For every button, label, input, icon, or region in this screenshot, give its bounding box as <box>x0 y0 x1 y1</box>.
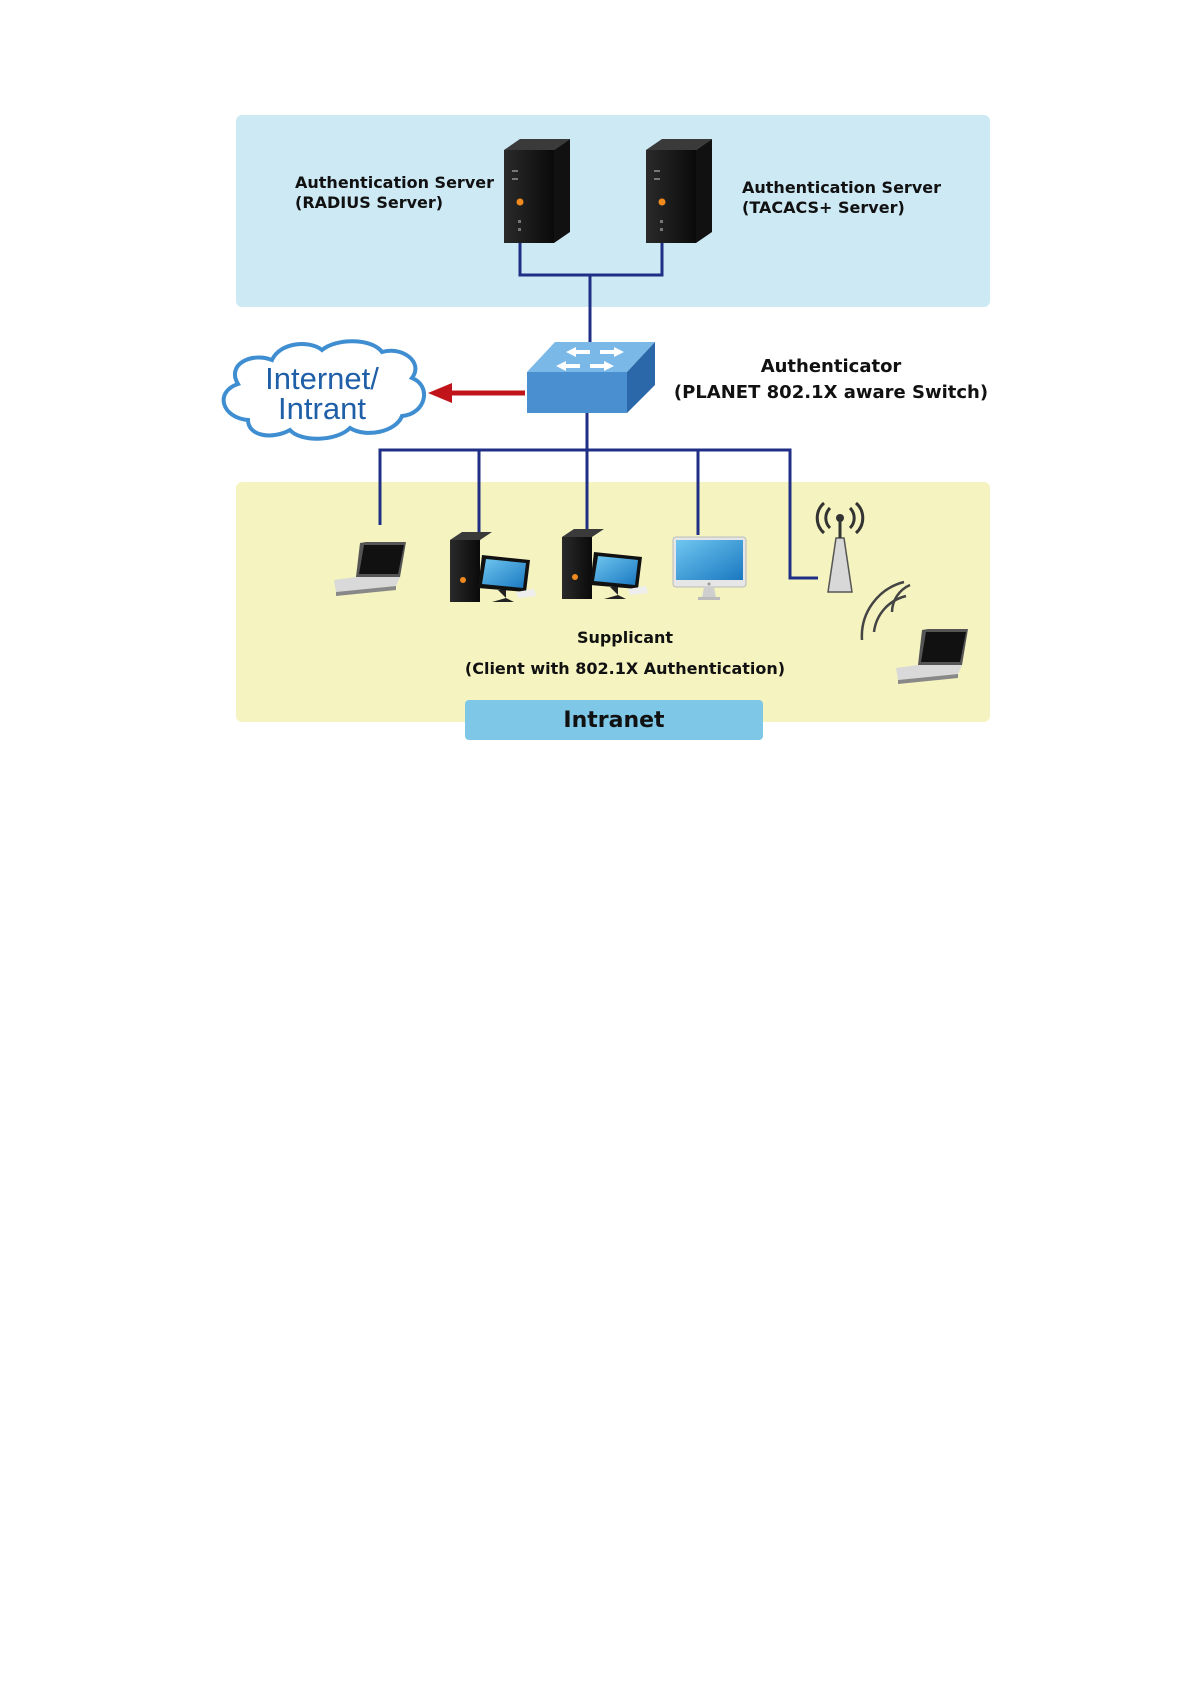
monitor-icon <box>673 537 746 600</box>
switch-icon <box>527 342 655 413</box>
tacacs-server-label: Authentication Server (TACACS+ Server) <box>742 178 941 218</box>
supplicant-label: Supplicant (Client with 802.1X Authentic… <box>455 622 795 684</box>
internet-cloud-label: Internet/ Intrant <box>262 364 382 424</box>
radius-server-label: Authentication Server (RADIUS Server) <box>295 173 494 213</box>
radius-label-line-2: (RADIUS Server) <box>295 193 494 213</box>
cloud-line-2: Intrant <box>262 394 382 424</box>
arrow-to-internet-icon <box>428 383 525 403</box>
laptop-icon <box>896 629 968 684</box>
cloud-line-1: Internet/ <box>262 364 382 394</box>
supplicant-line-1: Supplicant <box>455 622 795 653</box>
supplicant-line-2: (Client with 802.1X Authentication) <box>455 653 795 684</box>
access-point-icon <box>817 503 863 592</box>
tacacs-label-line-2: (TACACS+ Server) <box>742 198 941 218</box>
radius-server-icon <box>504 139 570 243</box>
authenticator-line-1: Authenticator <box>666 354 996 380</box>
tacacs-label-line-1: Authentication Server <box>742 178 941 198</box>
authenticator-label: Authenticator (PLANET 802.1X aware Switc… <box>666 354 996 406</box>
desktop-pc-icon <box>450 532 536 602</box>
laptop-icon <box>334 542 406 596</box>
authenticator-line-2: (PLANET 802.1X aware Switch) <box>666 380 996 406</box>
tacacs-server-icon <box>646 139 712 243</box>
radius-label-line-1: Authentication Server <box>295 173 494 193</box>
desktop-pc-icon <box>562 529 648 599</box>
intranet-label: Intranet <box>465 700 763 740</box>
wireless-signal-icon <box>862 582 910 640</box>
